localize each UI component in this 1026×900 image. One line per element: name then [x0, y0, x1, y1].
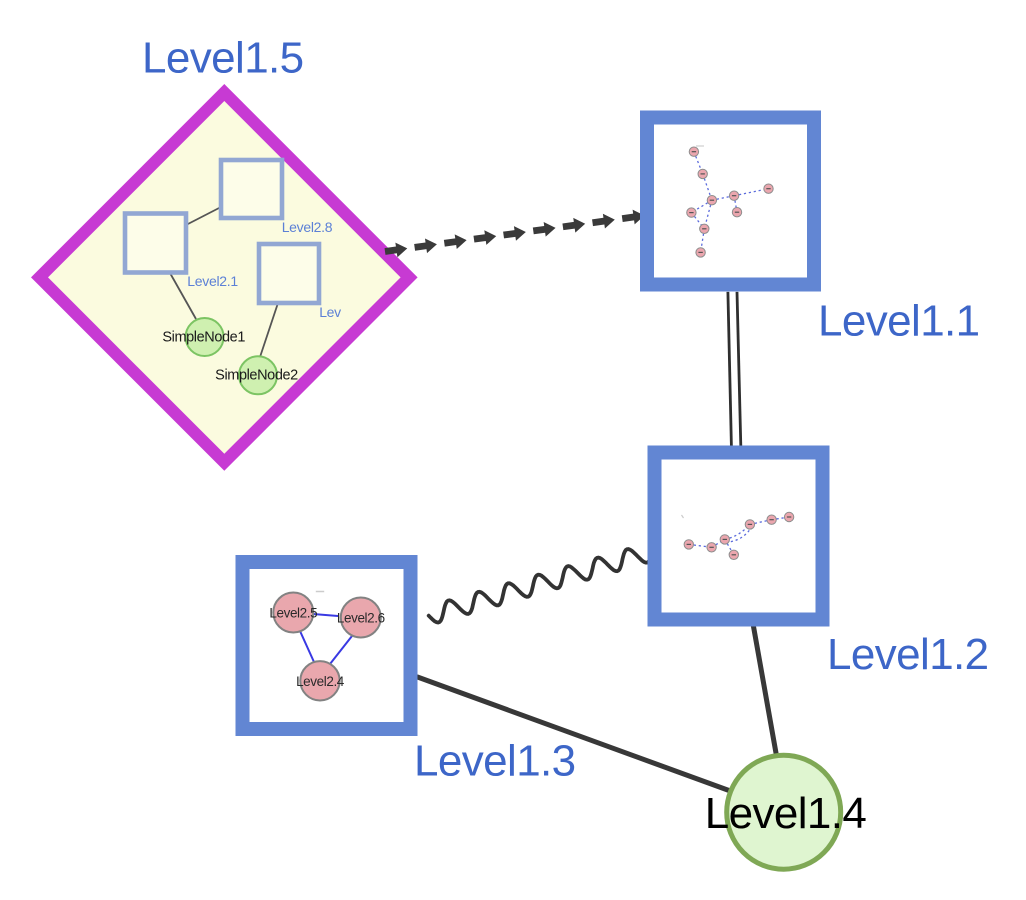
- svg-text:Level2.8: Level2.8: [282, 219, 333, 235]
- svg-text:Level2.4: Level2.4: [296, 674, 345, 689]
- svg-text:Level1.3: Level1.3: [414, 737, 576, 786]
- svg-text:Lev: Lev: [319, 304, 341, 320]
- svg-text:SimpleNode1: SimpleNode1: [162, 330, 245, 346]
- svg-text:Level1.1: Level1.1: [818, 297, 980, 346]
- svg-text:Level2.6: Level2.6: [337, 611, 385, 626]
- svg-text:Level2.5: Level2.5: [269, 606, 317, 621]
- svg-text:Level1.4: Level1.4: [705, 789, 867, 838]
- svg-text:Level1.2: Level1.2: [827, 630, 989, 679]
- svg-text:Level1.5: Level1.5: [142, 34, 304, 83]
- svg-text:SimpleNode2: SimpleNode2: [215, 368, 298, 384]
- svg-text:Level2.1: Level2.1: [187, 273, 238, 289]
